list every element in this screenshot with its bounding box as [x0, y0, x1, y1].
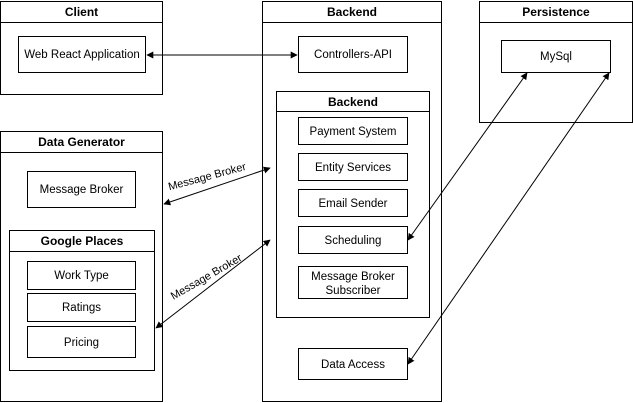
scheduling-node — [298, 226, 408, 254]
mb-subscriber-label-line2: Subscriber — [326, 285, 381, 297]
data-access-label: Data Access — [321, 359, 385, 371]
edge-dataaccess-mysql — [407, 72, 610, 365]
broker-upper-edge-label: Message Broker — [167, 161, 248, 193]
mb-subscriber-label-line1: Message Broker — [311, 271, 395, 283]
data-generator-title: Data Generator — [38, 135, 125, 149]
message-broker-node — [27, 171, 136, 208]
pricing-node — [27, 326, 136, 358]
edge-broker-lower — [155, 239, 271, 329]
email-sender-label: Email Sender — [318, 198, 387, 210]
mb-subscriber-node — [298, 266, 408, 299]
entity-services-node — [298, 153, 408, 181]
backend-title: Backend — [327, 5, 377, 19]
controllers-api-node — [298, 36, 408, 73]
client-title: Client — [65, 5, 98, 19]
data-access-node — [298, 348, 408, 380]
payment-system-node — [298, 117, 408, 145]
pricing-label: Pricing — [64, 337, 99, 349]
ratings-label: Ratings — [62, 302, 101, 314]
edge-broker-upper — [163, 166, 271, 206]
controllers-api-label: Controllers-API — [314, 49, 392, 61]
google-places-title: Google Places — [41, 234, 124, 248]
work-type-node — [27, 261, 136, 290]
backend-inner-title: Backend — [328, 95, 378, 109]
mysql-label: MySql — [540, 51, 572, 63]
email-sender-node — [298, 189, 408, 217]
ratings-node — [27, 293, 136, 322]
payment-system-label: Payment System — [310, 126, 397, 138]
entity-services-label: Entity Services — [315, 162, 391, 174]
scheduling-label: Scheduling — [325, 235, 382, 247]
web-react-label: Web React Application — [24, 49, 140, 61]
message-broker-label: Message Broker — [40, 184, 124, 196]
persistence-title: Persistence — [522, 5, 590, 19]
broker-lower-edge-label: Message Broker — [169, 252, 245, 303]
web-react-node — [18, 36, 146, 73]
work-type-label: Work Type — [54, 270, 109, 282]
